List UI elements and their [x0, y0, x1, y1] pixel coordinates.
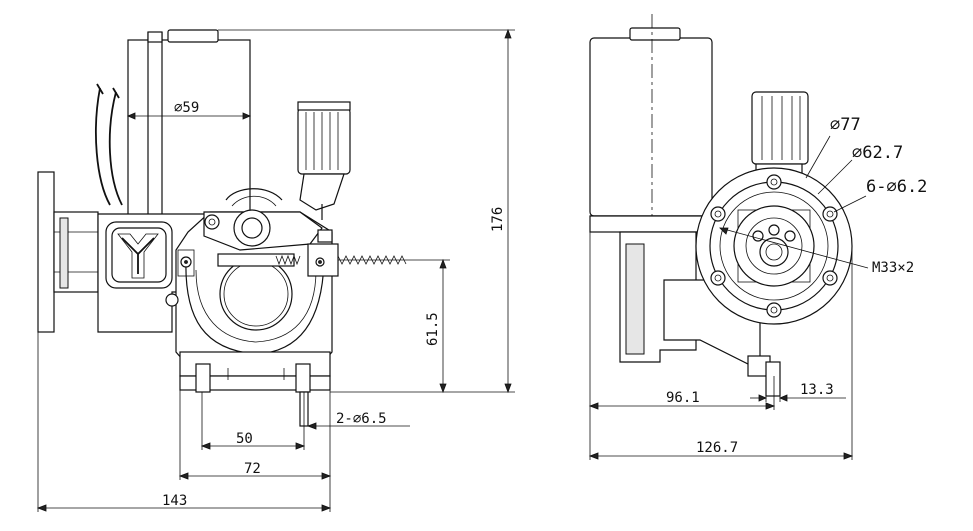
side-motor: [589, 14, 713, 240]
dim-total-height: 176: [490, 207, 506, 232]
side-body: [619, 231, 781, 397]
dim-motor-diameter: ⌀59: [174, 100, 199, 116]
dim-pin-width: 13.3: [800, 382, 834, 398]
front-view: ⌀59 176 61.5 2-⌀6.5 50 72 143: [36, 28, 515, 512]
side-view: ⌀77 ⌀62.7 6-⌀6.2 M33×2 96.1 13.3 126.7: [588, 14, 927, 460]
motor-housing: [127, 29, 251, 219]
dim-pitch-diameter: ⌀62.7: [852, 143, 903, 163]
dim-center-height: 61.5: [425, 312, 441, 346]
dim-outer-diameter: ⌀77: [830, 115, 861, 135]
side-flange: [695, 167, 853, 325]
dim-total-width: 143: [162, 493, 187, 509]
dim-offset-width: 96.1: [666, 390, 700, 406]
dim-bolt-holes: 6-⌀6.2: [866, 177, 927, 197]
left-flange: [37, 171, 99, 333]
dimension-lines-side: [588, 135, 869, 460]
dim-side-width: 126.7: [696, 440, 738, 456]
dimension-lines-front: [36, 28, 515, 512]
motor-wires: [95, 83, 123, 206]
dim-base-width: 72: [244, 461, 261, 477]
inlet-spring: [275, 229, 410, 277]
dim-thread: M33×2: [872, 260, 914, 276]
dim-hole-spacing: 50: [236, 431, 253, 447]
brand-logo-icon: [121, 237, 155, 274]
dim-mounting-holes: 2-⌀6.5: [336, 411, 387, 427]
tension-knob: [297, 101, 351, 220]
drive-roller: [217, 253, 295, 331]
